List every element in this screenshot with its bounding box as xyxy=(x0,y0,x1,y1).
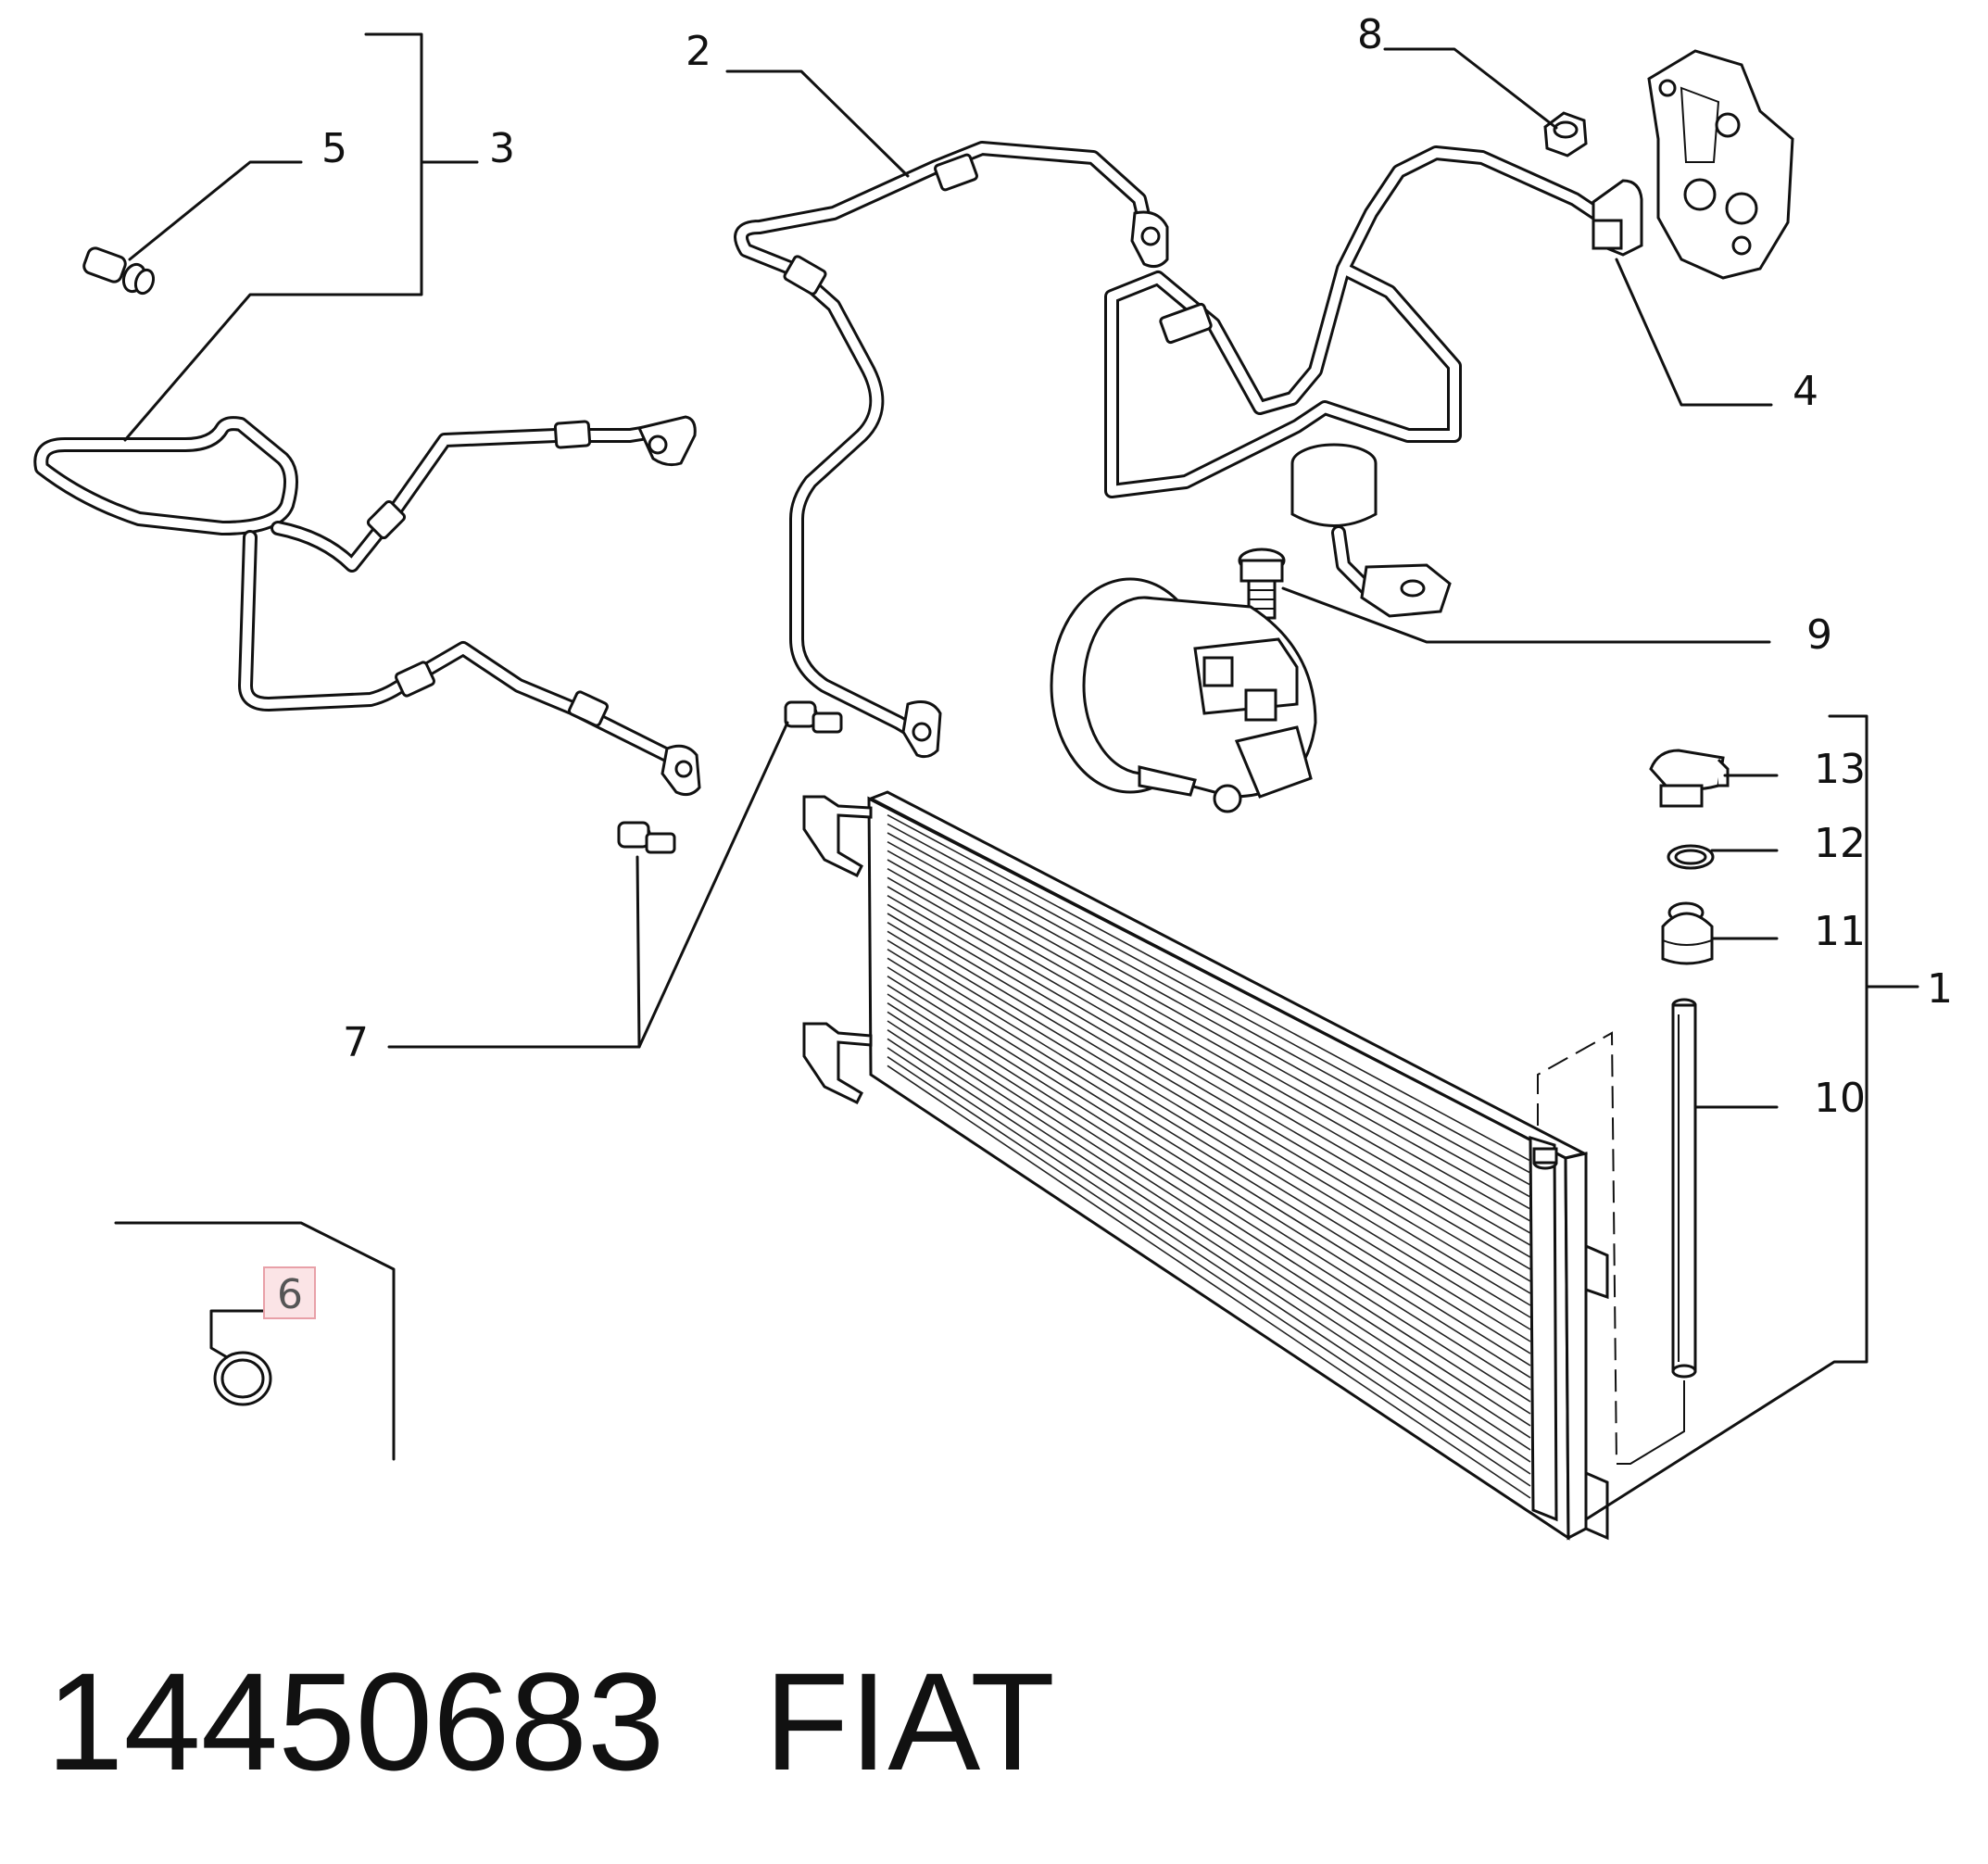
condenser-1 xyxy=(802,790,1609,1541)
condenser-fin xyxy=(887,823,1531,1174)
condenser-fin xyxy=(887,859,1531,1222)
condenser-fin xyxy=(887,957,1531,1354)
o-ring-12 xyxy=(1667,844,1715,870)
pipe-4 xyxy=(1104,49,1794,618)
connector-5 xyxy=(82,246,156,296)
condenser-fin xyxy=(887,1001,1531,1415)
callout-6-highlight xyxy=(263,1266,316,1319)
callout-1: 1 xyxy=(1927,965,1953,1013)
condenser-fin xyxy=(887,948,1531,1342)
condenser-fin xyxy=(887,1011,1531,1427)
condenser-fin xyxy=(887,1064,1531,1499)
callout-7: 7 xyxy=(343,1019,369,1066)
callout-11: 11 xyxy=(1814,908,1866,955)
condenser-fin xyxy=(887,1038,1531,1463)
condenser-fin xyxy=(887,876,1531,1246)
condenser-fin xyxy=(887,913,1531,1294)
condenser-fin xyxy=(887,850,1531,1210)
ac-compressor xyxy=(1050,577,1317,813)
callout-4: 4 xyxy=(1793,368,1818,415)
part-number: 14450683 xyxy=(46,1644,664,1799)
callout-6: 6 xyxy=(277,1271,303,1318)
o-ring-6 xyxy=(213,1351,272,1406)
condenser-fin xyxy=(887,1047,1531,1475)
condenser-fin xyxy=(887,939,1531,1330)
condenser-fin xyxy=(887,975,1531,1379)
nut-8 xyxy=(1543,111,1588,157)
condenser-fin xyxy=(887,930,1531,1318)
condenser-fin xyxy=(887,903,1531,1282)
condenser-fin xyxy=(887,966,1531,1367)
callout-2: 2 xyxy=(686,28,711,75)
callout-5: 5 xyxy=(321,125,347,172)
condenser-fin xyxy=(887,1020,1531,1439)
callout-10: 10 xyxy=(1814,1075,1866,1122)
pipe-2 xyxy=(734,141,1169,759)
cap-13 xyxy=(1649,749,1730,808)
condenser-fin xyxy=(887,894,1531,1270)
bolts-7 xyxy=(617,700,843,854)
condenser-fin xyxy=(887,813,1531,1162)
condenser-fin xyxy=(887,867,1531,1234)
callout-13: 13 xyxy=(1814,746,1866,793)
condenser-fin xyxy=(887,832,1531,1186)
callout-9: 9 xyxy=(1806,611,1832,659)
condenser-fin xyxy=(887,921,1531,1306)
callout-8: 8 xyxy=(1357,11,1383,58)
condenser-fin xyxy=(887,840,1531,1198)
pipe-assembly-3 xyxy=(33,415,701,797)
condenser-fin xyxy=(887,1056,1531,1487)
condenser-fin xyxy=(887,984,1531,1391)
condenser-fin xyxy=(887,993,1531,1403)
callout-labels: 1 2 3 4 5 6 7 8 9 10 11 12 13 xyxy=(277,11,1953,1318)
condenser-fin xyxy=(887,886,1531,1258)
callout-12: 12 xyxy=(1814,820,1866,867)
callout-3: 3 xyxy=(489,125,515,172)
desiccant-filter-10 xyxy=(1671,998,1697,1379)
leader-lines xyxy=(114,32,1919,1521)
plug-11 xyxy=(1661,901,1714,965)
condenser-fin xyxy=(887,1028,1531,1451)
brand-name: FIAT xyxy=(764,1644,1055,1799)
